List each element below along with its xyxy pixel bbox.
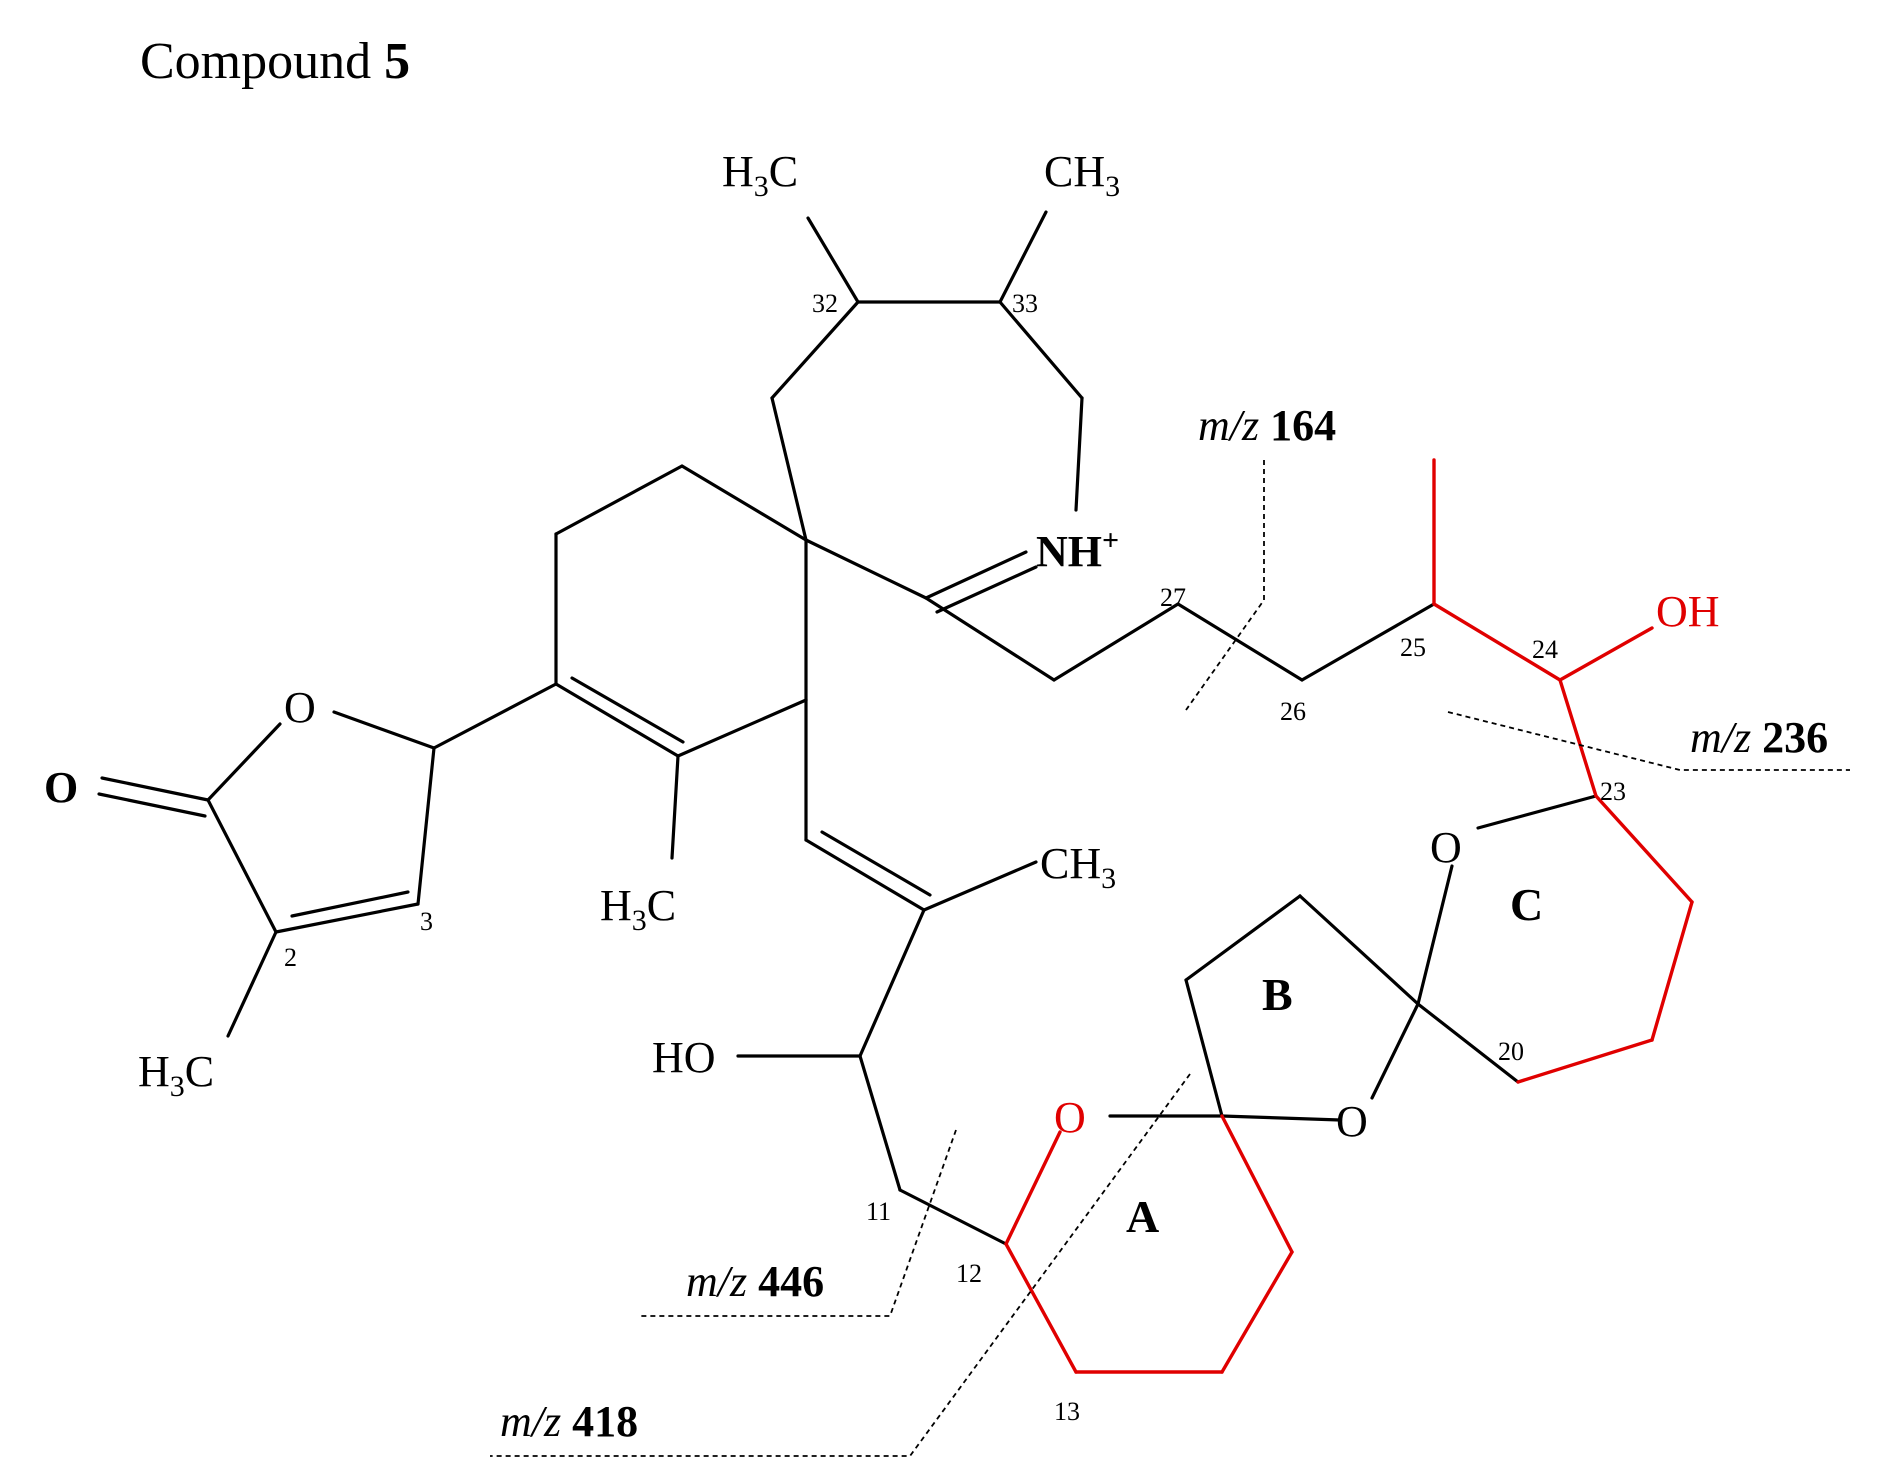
bond-chain-c27 — [1052, 602, 1180, 682]
atom-ho-sidechain: HO — [652, 1033, 716, 1082]
bond-c27-c26 — [1176, 602, 1304, 682]
locant-20: 20 — [1498, 1037, 1524, 1066]
bond-c12-oA — [1004, 1130, 1062, 1246]
bond-spiroA-a1 — [1220, 1114, 1294, 1254]
bond-ringB-2 — [1298, 894, 1420, 1006]
bond-alkene-ch — [676, 698, 808, 758]
bond-o-co — [206, 722, 282, 802]
fragment-label-164: m/z 164 — [1198, 401, 1336, 450]
bond-a1-a2 — [1220, 1250, 1294, 1374]
bond-ch2-ch2 — [554, 464, 684, 536]
highlighted-bonds — [1004, 458, 1694, 1374]
atom-h3c-2: H3C — [138, 1047, 214, 1103]
bond-c3-c — [416, 746, 436, 906]
atom-o-ring-b: O — [1336, 1097, 1368, 1146]
bond-c2-c3 — [274, 902, 420, 934]
bond-c11-c12 — [898, 1188, 1008, 1246]
bond-c13-c12 — [1004, 1242, 1078, 1374]
cleavage-line-446 — [640, 1129, 957, 1317]
bond-ring-furanone — [432, 682, 558, 750]
atom-labels: H3C CH3 NH+ OH O O H3C H3C CH3 HO O O O — [44, 147, 1720, 1146]
bond-c24-c25 — [1432, 602, 1562, 682]
locant-13: 13 — [1054, 1397, 1080, 1426]
ring-labels: A B C — [1126, 879, 1543, 1242]
bond-c22-c21 — [1650, 900, 1694, 1042]
bond-c26-c25 — [1300, 602, 1436, 682]
bond-ringB-1 — [1184, 894, 1302, 982]
bond-oB-spiroA — [1220, 1114, 1342, 1122]
fragment-label-418: m/z 418 — [500, 1397, 638, 1446]
locant-32: 32 — [812, 289, 838, 318]
locant-2: 2 — [284, 943, 297, 972]
bond-spiroA-ringB — [1184, 978, 1224, 1118]
atom-o-ring-a: O — [1054, 1093, 1086, 1142]
locant-23: 23 — [1600, 777, 1626, 806]
bond-c24-oh — [1558, 626, 1654, 682]
atom-oh-24: OH — [1656, 587, 1720, 636]
atom-h3c-32: H3C — [722, 147, 798, 203]
bond-vinyl-dbl-1 — [804, 838, 926, 912]
fragment-label-236: m/z 236 — [1690, 713, 1828, 762]
atom-nh-plus: NH+ — [1036, 524, 1119, 576]
bond-c23-c22 — [1594, 794, 1694, 904]
bond-alkene-methyl — [670, 754, 680, 860]
bond-c-o — [332, 710, 436, 750]
bond-co-dbl-1 — [100, 776, 210, 802]
cleavage-line-164 — [1185, 460, 1265, 711]
bond-spiro-imine — [804, 538, 928, 600]
ring-label-c: C — [1510, 879, 1543, 930]
locant-numbers: 32 33 27 26 25 24 23 20 3 2 11 12 13 — [284, 289, 1626, 1426]
atom-o-ring-c: O — [1430, 823, 1462, 872]
bond-ringB-o — [1370, 1002, 1420, 1100]
atom-ch3-33: CH3 — [1044, 147, 1120, 203]
cleavage-line-236 — [1447, 711, 1850, 771]
locant-33: 33 — [1012, 289, 1038, 318]
bond-c33-ch2 — [998, 300, 1084, 400]
ring-label-a: A — [1126, 1191, 1159, 1242]
fragment-lines — [490, 460, 1850, 1457]
bond-imine-2 — [935, 565, 1038, 614]
bond-c2-c3-inner — [290, 890, 410, 918]
bond-ch2-spiro — [770, 396, 808, 542]
bond-co-dbl-2 — [97, 792, 207, 818]
page-title: Compound 5 — [140, 33, 410, 90]
bond-oC-c23 — [1476, 794, 1598, 830]
bond-vinyl-choh — [858, 908, 926, 1058]
locant-3: 3 — [420, 907, 433, 936]
bond-c2-methyl — [226, 930, 278, 1038]
fragment-labels: m/z 164 m/z 236 m/z 446 m/z 418 — [500, 401, 1828, 1446]
bond-imine-1 — [924, 550, 1028, 600]
bond-alkene-1 — [554, 682, 680, 758]
black-bonds — [97, 210, 1598, 1246]
locant-11: 11 — [866, 1197, 891, 1226]
bond-imine-chain — [924, 596, 1056, 682]
bond-c33-methyl — [998, 210, 1048, 304]
bond-alkene-2 — [570, 676, 685, 744]
bond-spiroB-c20 — [1416, 1002, 1520, 1084]
locant-26: 26 — [1280, 697, 1306, 726]
bond-c23-c24 — [1558, 678, 1598, 798]
atom-h3c-cyclohexene: H3C — [600, 881, 676, 937]
atom-o-furanone: O — [284, 683, 316, 732]
bond-choh-c11 — [858, 1054, 902, 1192]
bond-co-c2 — [206, 798, 278, 934]
bond-c21-c20 — [1516, 1038, 1654, 1084]
bond-c32-ch2 — [770, 300, 860, 400]
atom-o-carbonyl: O — [44, 763, 78, 812]
bond-spiro-ch2 — [680, 464, 808, 542]
bond-vinyl-methyl — [922, 860, 1038, 912]
bond-spiroB-oC — [1416, 864, 1454, 1006]
bond-c32-methyl — [806, 216, 860, 304]
locant-12: 12 — [956, 1259, 982, 1288]
locant-25: 25 — [1400, 633, 1426, 662]
locant-24: 24 — [1532, 635, 1558, 664]
fragment-label-446: m/z 446 — [686, 1257, 824, 1306]
atom-ch3-alkene: CH3 — [1040, 839, 1116, 895]
bond-vinyl-dbl-2 — [820, 830, 932, 897]
ring-label-b: B — [1262, 969, 1293, 1020]
bond-ch2-n — [1074, 396, 1084, 512]
cleavage-line-418 — [490, 1073, 1191, 1457]
locant-27: 27 — [1160, 583, 1186, 612]
